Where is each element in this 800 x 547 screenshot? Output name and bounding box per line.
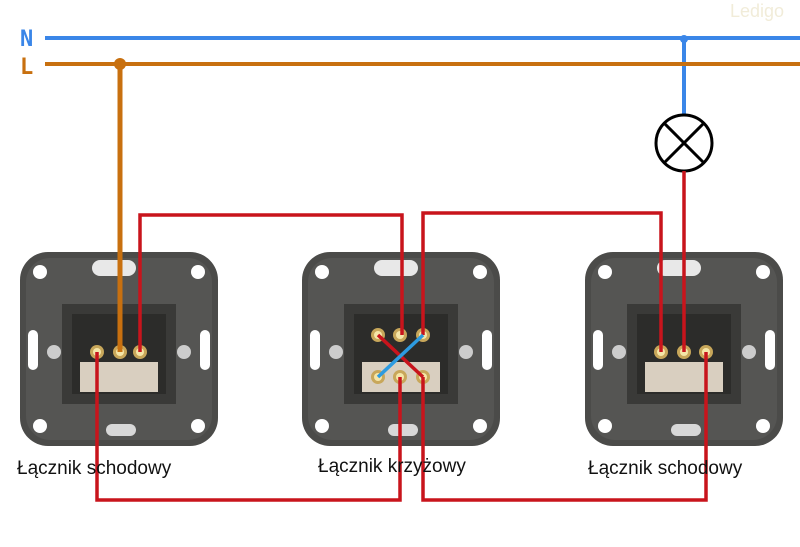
switch-label-center: Łącznik krzyżowy [318,456,466,477]
traveler-wire-bottom-left [95,352,402,502]
traveler-wire-bottom-right [421,352,708,502]
switch-label-right: Łącznik schodowy [588,458,743,479]
neutral-label: N [20,27,33,52]
lamp-icon [654,113,714,173]
live-label: L [20,55,33,80]
traveler-wire-top-left [138,213,404,352]
traveler-wire-top-right [421,211,663,352]
cross-link-blue [376,333,425,379]
neutral-junction [680,35,688,43]
terminal [393,328,407,342]
switch-label-left: Łącznik schodowy [17,458,172,479]
watermark: Ledigo [730,1,784,21]
